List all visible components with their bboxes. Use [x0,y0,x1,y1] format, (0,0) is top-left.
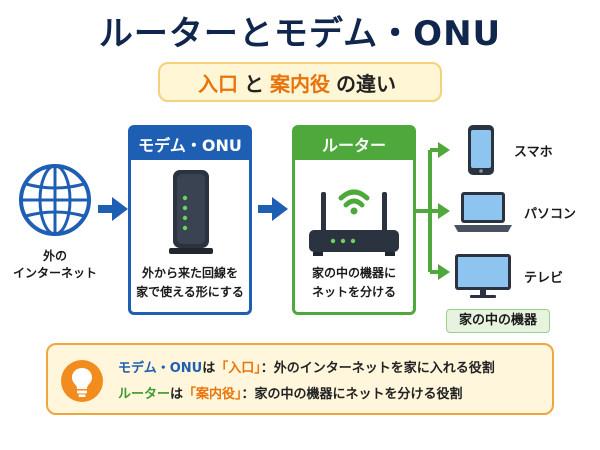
device-label-laptop: パソコン [524,206,577,222]
page-title: ルーターとモデム・ONU [98,14,502,54]
smartphone-icon [468,125,494,175]
summary-router-role: 「案内役」 [183,387,242,402]
laptop-icon [454,192,512,232]
summary-modem-subject: モデム・ONU [118,361,203,376]
router-icon [309,189,399,256]
subtitle-and: と [244,71,264,96]
router-description: 家の中の機器に ネットを分ける [311,266,396,299]
device-smartphone: スマホ [462,124,553,176]
globe-icon [19,164,91,236]
arrow-modem-to-router [258,197,288,221]
subtitle-banner: 入口 と 案内役 の違い [158,62,442,102]
subtitle-guide: 案内役 [270,71,330,96]
subtitle-entrance: 入口 [198,71,238,96]
summary-box: モデム・ONUは「入口」：外のインターネットを家に入れる役割 ルーターは「案内役… [46,343,554,415]
summary-router-particle: は [170,387,184,402]
lightbulb-icon [61,360,103,402]
modem-onu-box: モデム・ONU 外から来た回線を 家で使える形にする [128,125,252,315]
branch-arrows [416,142,450,280]
device-label-tv: テレビ [524,270,564,286]
summary-modem-detail: ：外のインターネットを家に入れる役割 [260,361,495,376]
router-box: ルーター 家の中の機器に ネットを分ける [292,125,416,315]
summary-modem-particle: は [202,361,216,376]
modem-onu-header: モデム・ONU [131,128,249,160]
arrow-internet-to-modem [98,197,128,221]
modem-icon [169,170,213,254]
router-header: ルーター [295,128,413,160]
device-tv: テレビ [452,252,563,300]
summary-router-subject: ルーター [118,387,171,402]
device-label-smartphone: スマホ [514,144,553,160]
summary-line-modem: モデム・ONUは「入口」：外のインターネットを家に入れる役割 [118,357,495,376]
tv-icon [455,254,511,298]
summary-line-router: ルーターは「案内役」：家の中の機器にネットを分ける役割 [118,383,463,402]
summary-modem-role: 「入口」 [215,361,261,376]
device-laptop: パソコン [452,190,576,234]
internet-node: 外の インターネット [10,162,100,292]
subtitle-difference: の違い [336,71,396,96]
modem-onu-description: 外から来た回線を 家で使える形にする [136,266,244,299]
home-devices-tag: 家の中の機器 [446,309,550,333]
internet-label: 外の インターネット [12,249,97,280]
summary-router-detail: ：家の中の機器にネットを分ける役割 [241,387,463,402]
